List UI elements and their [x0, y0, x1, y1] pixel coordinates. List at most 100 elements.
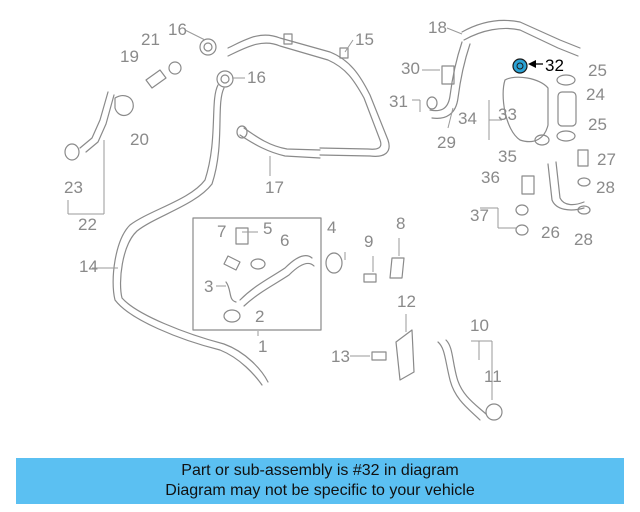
- callout-label-19: 19: [120, 47, 139, 66]
- callout-label-12: 12: [397, 292, 416, 311]
- part-32-cap-inner: [516, 62, 524, 70]
- part-15-hose: [227, 34, 390, 157]
- part-8-bracket: [389, 257, 405, 279]
- part-15-hose-inner: [227, 42, 382, 150]
- part-37-seal-b: [515, 224, 529, 236]
- banner-line-disclaimer: Diagram may not be specific to your vehi…: [165, 482, 475, 499]
- leader-lines: [67, 27, 543, 400]
- part-5-sensor: [235, 227, 249, 245]
- part-11-seal: [485, 403, 503, 421]
- callout-label-32: 32: [545, 56, 564, 75]
- part-31-seal: [426, 96, 438, 110]
- callout-label-4: 4: [327, 218, 336, 237]
- part-16-clamp: [216, 70, 234, 88]
- callout-label-24: 24: [586, 85, 605, 104]
- callout-label-18: 18: [428, 18, 447, 37]
- part-14-pipe-b: [119, 87, 269, 383]
- callout-label-22: 22: [78, 215, 97, 234]
- part-18-hose-b: [463, 27, 579, 57]
- callout-label-28: 28: [596, 178, 615, 197]
- part-1-box: [192, 217, 322, 331]
- part-28-seal-a: [577, 177, 591, 187]
- part-14-pipe: [112, 84, 263, 386]
- callout-label-16: 16: [247, 68, 266, 87]
- callout-label-33: 33: [498, 105, 517, 124]
- part-9-bolt: [363, 273, 377, 283]
- callout-label-25: 25: [588, 61, 607, 80]
- part-16-clamp-top: [199, 38, 217, 56]
- part-28-seal-b: [577, 205, 591, 215]
- part-26-pipe: [547, 163, 585, 211]
- part-23-seal: [64, 143, 80, 161]
- part-24-filter: [557, 91, 577, 127]
- part-10-pipe: [437, 341, 481, 421]
- callout-label-34: 34: [458, 109, 477, 128]
- parts-artwork: [64, 19, 591, 421]
- callout-label-35: 35: [498, 147, 517, 166]
- callout-label-8: 8: [396, 214, 405, 233]
- part-36-fitting: [521, 175, 535, 195]
- banner-line-part: Part or sub-assembly is #32 in diagram: [181, 462, 459, 479]
- part-17-end: [236, 125, 248, 139]
- callout-label-13: 13: [331, 347, 350, 366]
- callout-label-11: 11: [484, 367, 502, 386]
- callout-label-36: 36: [481, 168, 500, 187]
- part-10-pipe-b: [445, 339, 487, 415]
- part-17-hose-b: [243, 127, 321, 151]
- part-1-pipe: [239, 255, 313, 301]
- callout-label-25: 25: [588, 115, 607, 134]
- part-26-pipe-b: [555, 161, 585, 206]
- part-16-clamp-top-inner: [203, 42, 213, 52]
- part-22-pipe-b: [85, 94, 115, 153]
- callout-label-29: 29: [437, 133, 456, 152]
- callout-label-3: 3: [204, 277, 213, 296]
- callout-label-21: 21: [141, 30, 160, 49]
- part-20-fitting: [114, 95, 134, 117]
- part-33-tank: [502, 76, 549, 143]
- info-banner: Part or sub-assembly is #32 in diagram D…: [16, 458, 624, 504]
- part-4-cap: [325, 252, 343, 274]
- part-7-clip: [223, 255, 241, 271]
- part-27-bolt: [577, 149, 589, 167]
- part-16-clamp-inner: [220, 74, 230, 84]
- part-15-clip2: [283, 33, 293, 45]
- part-15-clip: [339, 47, 349, 59]
- part-17-hose: [239, 134, 321, 159]
- callout-label-9: 9: [364, 232, 373, 251]
- part-21-clamp: [168, 61, 182, 75]
- callout-label-31: 31: [389, 92, 408, 111]
- callout-label-5: 5: [263, 219, 272, 238]
- callout-label-23: 23: [64, 178, 83, 197]
- part-1-pipe-b: [243, 262, 315, 307]
- part-2-seal: [223, 309, 241, 323]
- callout-label-37: 37: [470, 206, 489, 225]
- part-13-bolt: [371, 351, 387, 361]
- part-18-hose: [461, 19, 581, 49]
- part-22-pipe: [79, 91, 109, 149]
- part-25-seal: [556, 130, 576, 142]
- callout-label-16: 16: [168, 20, 187, 39]
- callout-label-27: 27: [597, 150, 616, 169]
- callout-label-10: 10: [470, 316, 489, 335]
- callout-label-28: 28: [574, 230, 593, 249]
- part-29-hose-b: [431, 43, 471, 119]
- part-37-seal-a: [515, 204, 529, 216]
- part-35-seal: [534, 134, 550, 146]
- callout-label-14: 14: [79, 257, 98, 276]
- callout-label-7: 7: [217, 222, 226, 241]
- callout-label-20: 20: [130, 130, 149, 149]
- part-3-hose: [225, 281, 237, 303]
- part-19-fitting: [145, 69, 167, 89]
- callout-label-30: 30: [401, 59, 420, 78]
- callout-label-15: 15: [355, 30, 374, 49]
- part-29-hose: [429, 41, 463, 112]
- parts-diagram: 1234567891011121314151616171819202122232…: [64, 18, 616, 421]
- part-12-bracket: [395, 329, 415, 381]
- part-30-sensor: [441, 65, 455, 85]
- part-32-cap: [512, 58, 528, 74]
- part-6-seal: [250, 258, 266, 270]
- callout-label-26: 26: [541, 223, 560, 242]
- callout-label-6: 6: [280, 231, 289, 250]
- callout-label-2: 2: [255, 307, 264, 326]
